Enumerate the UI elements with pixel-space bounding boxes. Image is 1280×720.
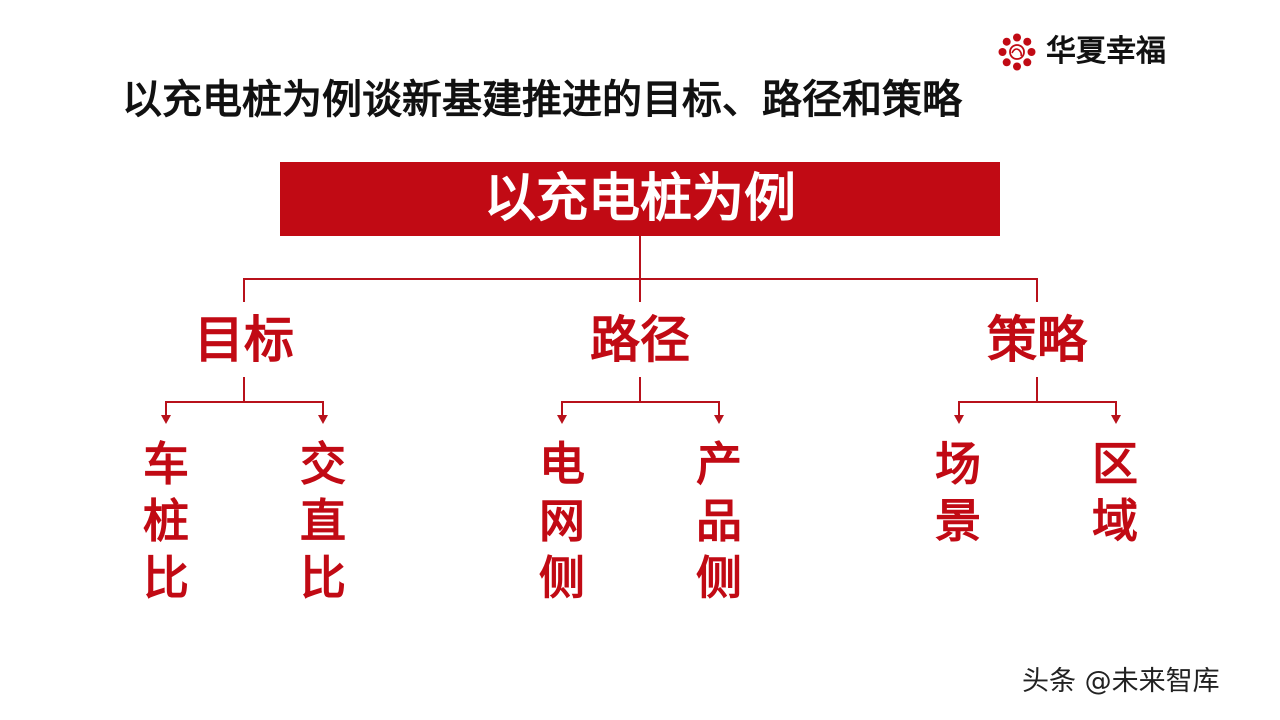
leaf-vehicle-pile-ratio: 车桩比 — [143, 437, 189, 605]
arrow-down-icon — [954, 415, 964, 424]
root-node: 以充电桩为例 — [280, 162, 1000, 236]
watermark: 头条 @未来智库 — [1022, 666, 1220, 697]
connector-path-down — [639, 377, 641, 402]
branch-heading-strategy: 策略 — [987, 311, 1087, 369]
brand-logo: 华夏幸福 — [998, 32, 1166, 72]
connector-strategy-down — [1036, 377, 1038, 402]
branch-heading-goal: 目标 — [194, 311, 294, 369]
connector-to-goal — [243, 278, 245, 302]
arrow-down-icon — [714, 415, 724, 424]
connector-root-down — [639, 236, 641, 280]
connector-strategy-bar — [958, 401, 1117, 403]
arrow-down-icon — [1111, 415, 1121, 424]
connector-strategy-right — [1115, 401, 1117, 415]
connector-to-path — [639, 278, 641, 302]
connector-path-right — [718, 401, 720, 415]
leaf-product-side: 产品侧 — [696, 437, 742, 605]
leaf-ac-dc-ratio: 交直比 — [300, 437, 346, 605]
leaf-scenario: 场景 — [935, 437, 981, 548]
flower-dots-logo-icon — [998, 33, 1036, 71]
connector-goal-left — [165, 401, 167, 415]
connector-goal-right — [322, 401, 324, 415]
connector-path-left — [561, 401, 563, 415]
arrow-down-icon — [557, 415, 567, 424]
connector-goal-down — [243, 377, 245, 402]
arrow-down-icon — [318, 415, 328, 424]
connector-path-bar — [561, 401, 720, 403]
leaf-grid-side: 电网侧 — [539, 437, 585, 605]
connector-goal-bar — [165, 401, 324, 403]
connector-to-strategy — [1036, 278, 1038, 302]
branch-heading-path: 路径 — [590, 311, 690, 369]
connector-strategy-left — [958, 401, 960, 415]
arrow-down-icon — [161, 415, 171, 424]
brand-name: 华夏幸福 — [1046, 34, 1166, 69]
root-node-label: 以充电桩为例 — [483, 169, 796, 229]
page-title: 以充电桩为例谈新基建推进的目标、路径和策略 — [122, 77, 962, 123]
leaf-region: 区域 — [1092, 437, 1138, 548]
